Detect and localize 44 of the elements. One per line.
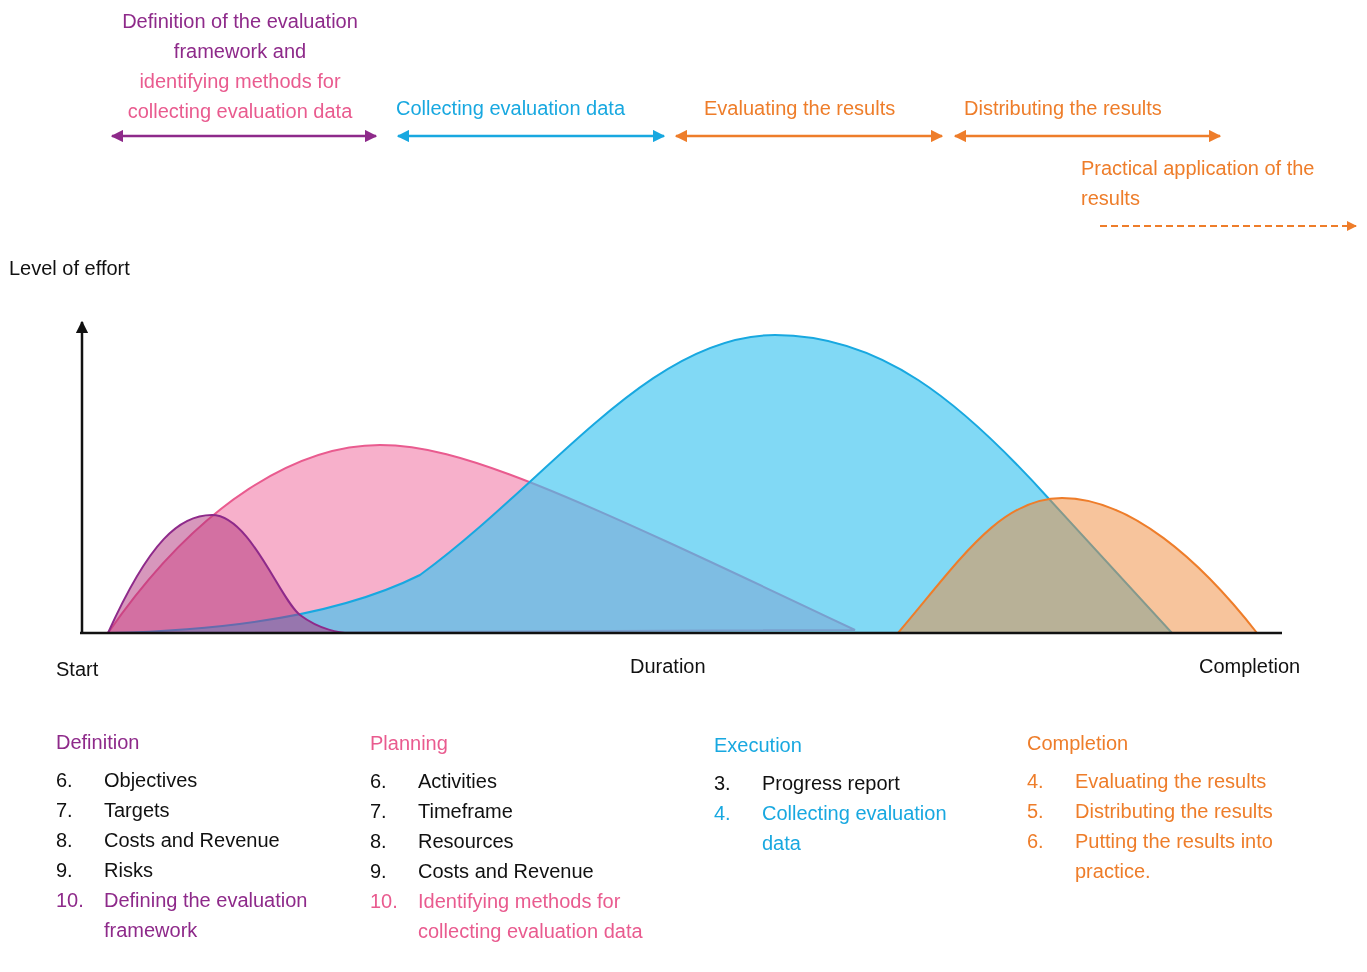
list-number: 7.	[56, 798, 74, 823]
column-heading: Planning	[370, 731, 449, 756]
list-item: Risks	[104, 858, 154, 883]
axis-label: Duration	[630, 654, 707, 679]
list-item: Targets	[104, 798, 171, 823]
list-item: Progress report	[762, 771, 901, 796]
list-item: Collecting evaluation data	[762, 801, 948, 856]
list-item: Costs and Revenue	[418, 859, 595, 884]
list-item: Objectives	[104, 768, 199, 793]
phase-label: Definition of the evaluation framework and	[121, 9, 359, 64]
axis-label: Completion	[1199, 654, 1302, 679]
list-number: 8.	[370, 829, 388, 854]
phase-label: Distributing the results	[964, 96, 1163, 121]
list-number: 8.	[56, 828, 74, 853]
list-number: 3.	[714, 771, 732, 796]
list-item: Timeframe	[418, 799, 514, 824]
list-number: 4.	[714, 801, 732, 826]
list-number: 6.	[370, 769, 388, 794]
list-number: 5.	[1027, 799, 1045, 824]
list-number: 9.	[56, 858, 74, 883]
list-item: Distributing the results	[1075, 799, 1274, 824]
list-number: 10.	[56, 888, 85, 913]
list-item: Resources	[418, 829, 515, 854]
axis-label: Start	[56, 657, 100, 682]
list-number: 6.	[56, 768, 74, 793]
list-item: Defining the evaluation framework	[104, 888, 309, 943]
phase-label: identifying methods for collecting evaluation data	[126, 69, 354, 124]
list-item: Activities	[418, 769, 498, 794]
phase-label: Evaluating the results	[704, 96, 897, 121]
column-heading: Definition	[56, 730, 141, 755]
list-item: Putting the results into practice.	[1075, 829, 1274, 884]
list-number: 7.	[370, 799, 388, 824]
axis-label: Level of effort	[9, 256, 131, 281]
list-item: Identifying methods for collecting evaluation data	[418, 889, 644, 944]
list-number: 6.	[1027, 829, 1045, 854]
list-number: 9.	[370, 859, 388, 884]
phase-label: Practical application of the results	[1081, 156, 1316, 211]
column-heading: Completion	[1027, 731, 1130, 756]
list-number: 4.	[1027, 769, 1045, 794]
column-heading: Execution	[714, 733, 803, 758]
list-number: 10.	[370, 889, 399, 914]
phase-label: Collecting evaluation data	[396, 96, 627, 121]
list-item: Costs and Revenue	[104, 828, 281, 853]
list-item: Evaluating the results	[1075, 769, 1268, 794]
